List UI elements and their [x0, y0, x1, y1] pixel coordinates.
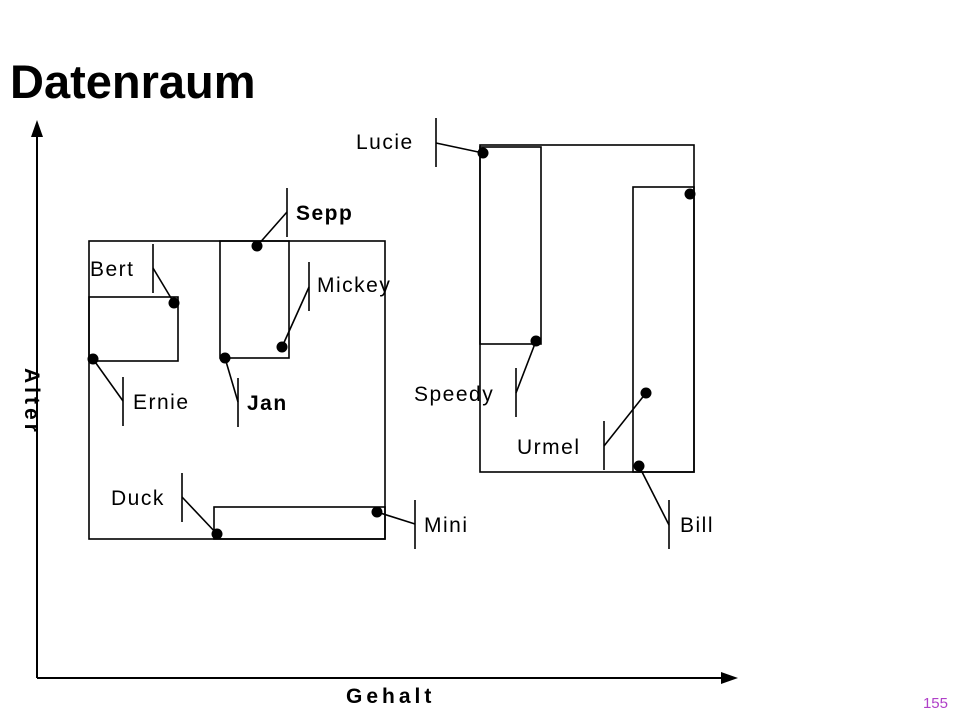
point-urmel	[640, 387, 652, 399]
point-ernie	[87, 353, 99, 365]
x-axis-label: Gehalt	[346, 685, 435, 708]
point-labels: Lucie Sepp Bert Mickey Ernie Jan Speedy …	[90, 131, 714, 537]
sepp-leader	[256, 211, 288, 247]
slide-title: Datenraum	[10, 55, 256, 108]
point-bill	[633, 460, 645, 472]
jan-leader	[224, 357, 239, 403]
data-points	[87, 147, 696, 540]
label-mini: Mini	[424, 514, 469, 537]
point-lucie	[477, 147, 489, 159]
leader-lines	[92, 118, 670, 549]
region-lucie-speedy	[479, 146, 542, 345]
duck-leader	[181, 496, 218, 535]
point-jan	[219, 352, 231, 364]
regions	[88, 144, 695, 540]
region-sepp-jan	[219, 240, 290, 359]
bert-leader	[152, 267, 175, 304]
point-duck	[211, 528, 223, 540]
point-speedy	[530, 335, 542, 347]
point-bill-upper	[684, 188, 696, 200]
point-mickey	[276, 341, 288, 353]
speedy-leader	[515, 340, 537, 394]
label-bert: Bert	[90, 258, 135, 281]
y-axis-arrowhead	[31, 120, 43, 137]
y-axis-label: Alter	[20, 368, 43, 436]
label-urmel: Urmel	[517, 436, 581, 459]
bill-leader	[638, 465, 670, 526]
label-mickey: Mickey	[317, 274, 391, 297]
point-mini	[371, 506, 383, 518]
point-bert	[168, 297, 180, 309]
mickey-leader	[281, 286, 310, 348]
label-lucie: Lucie	[356, 131, 414, 154]
ernie-leader	[92, 358, 124, 402]
urmel-leader	[603, 392, 647, 447]
region-duck-mini	[213, 506, 386, 540]
mini-leader	[376, 511, 416, 525]
label-jan: Jan	[247, 392, 288, 415]
label-duck: Duck	[111, 487, 165, 510]
label-speedy: Speedy	[414, 383, 494, 406]
region-large-right	[479, 144, 695, 473]
x-axis-arrowhead	[721, 672, 738, 684]
region-bert-ernie	[88, 296, 179, 362]
label-ernie: Ernie	[133, 391, 190, 414]
label-bill: Bill	[680, 514, 714, 537]
axes	[36, 134, 724, 679]
lucie-leader	[435, 142, 484, 154]
region-bill-urmel	[632, 186, 695, 473]
point-sepp	[251, 240, 263, 252]
page-number: 155	[922, 695, 948, 712]
label-sepp: Sepp	[296, 202, 353, 225]
